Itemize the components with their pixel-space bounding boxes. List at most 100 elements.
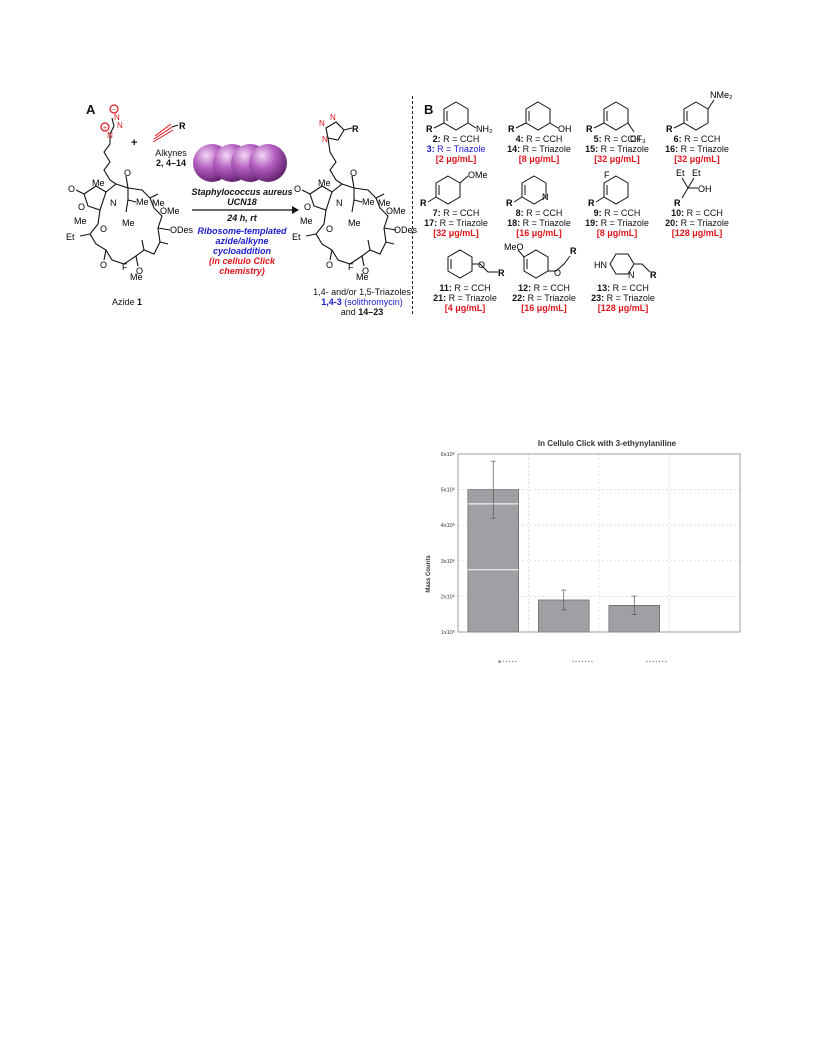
svg-text:▪ ▪ ▪ ▪ ▪ ▪ ▪: ▪ ▪ ▪ ▪ ▪ ▪ ▪ <box>646 659 667 665</box>
compound-11-21: 11: R = CCH 21: R = Triazole [4 μg/mL] <box>433 283 497 313</box>
svg-text:N: N <box>322 135 328 144</box>
svg-text:O: O <box>68 184 75 194</box>
svg-text:Et: Et <box>692 168 701 178</box>
svg-text:O: O <box>100 224 107 234</box>
svg-text:R: R <box>666 124 673 134</box>
svg-text:O: O <box>326 224 333 234</box>
svg-text:Me: Me <box>122 218 135 228</box>
svg-text:R: R <box>179 121 186 131</box>
svg-text:NH₂: NH₂ <box>476 124 493 134</box>
svg-text:O: O <box>362 266 369 276</box>
azide-label: Azide 1 <box>112 297 143 307</box>
compound-8-18: 8: R = CCH 18: R = Triazole [16 μg/mL] <box>507 208 571 238</box>
chart-title: In Cellulo Click with 3-ethynylaniline <box>538 439 677 448</box>
svg-text:Et: Et <box>676 168 685 178</box>
compound-7-17: 7: R = CCH 17: R = Triazole [32 μg/mL] <box>424 208 488 238</box>
svg-text:O: O <box>136 266 143 276</box>
strain-label: UCN18 <box>227 197 257 207</box>
compound-structures: R NH₂ R OH R CF₃ R NMe₂ R OMe R N R F R … <box>420 90 733 280</box>
chart-ytick-label: 5x10⁶ <box>441 487 455 494</box>
svg-text:Me: Me <box>356 272 369 282</box>
compound-5-15: 5: R = CCH 15: R = Triazole [32 μg/mL] <box>585 134 649 164</box>
svg-text:Et: Et <box>66 232 75 242</box>
svg-text:N: N <box>107 131 113 140</box>
ribosome-templated-line3: cycloaddition <box>212 246 271 256</box>
svg-text:Me: Me <box>300 216 313 226</box>
conditions-label: 24 h, rt <box>227 213 257 223</box>
svg-text:O: O <box>304 202 311 212</box>
svg-text:R: R <box>674 198 681 208</box>
svg-text:R: R <box>650 270 657 280</box>
svg-text:N: N <box>542 192 549 202</box>
svg-text:R: R <box>570 246 577 256</box>
svg-text:R: R <box>588 198 595 208</box>
product-line1: 1,4- and/or 1,5-Triazoles <box>313 287 411 297</box>
azide-structure: N N N − + Me N O O O Me Me Me OMe ODes E… <box>66 104 194 282</box>
svg-text:O: O <box>78 202 85 212</box>
ribosome-templated-line1: Ribosome-templated <box>197 226 287 236</box>
svg-text:R: R <box>352 124 359 134</box>
svg-text:N: N <box>628 270 635 280</box>
compound-4-14: 4: R = CCH 14: R = Triazole [8 μg/mL] <box>507 134 571 164</box>
svg-text:R: R <box>420 198 427 208</box>
alkyne-structure: R <box>152 121 186 143</box>
svg-text:Me: Me <box>378 198 391 208</box>
svg-text:OH: OH <box>698 184 712 194</box>
svg-text:ODes: ODes <box>394 225 418 235</box>
svg-text:Me: Me <box>318 178 331 188</box>
svg-text:O: O <box>124 168 131 178</box>
svg-text:O: O <box>350 168 357 178</box>
svg-text:OMe: OMe <box>160 206 180 216</box>
compound-10-20: 10: R = CCH 20: R = Triazole [128 μg/mL] <box>665 208 729 238</box>
svg-text:Me: Me <box>130 272 143 282</box>
alkynes-label: Alkynes <box>155 148 187 158</box>
panel-a-label: A <box>86 102 96 117</box>
svg-text:N: N <box>117 121 123 130</box>
panel-b-label: B <box>424 102 434 117</box>
chart-ylabel: Mass Counts <box>426 555 432 593</box>
in-cellulo-line1: (in cellulo Click <box>208 256 275 266</box>
svg-text:F: F <box>122 262 128 272</box>
svg-text:R: R <box>508 124 515 134</box>
svg-text:O: O <box>294 184 301 194</box>
svg-text:Et: Et <box>292 232 301 242</box>
svg-text:Me: Me <box>362 197 375 207</box>
svg-text:N: N <box>319 119 325 128</box>
panel-divider <box>412 96 413 314</box>
svg-text:+: + <box>103 125 107 132</box>
svg-text:▪ ▪ ▪ ▪ ▪ ▪ ▪: ▪ ▪ ▪ ▪ ▪ ▪ ▪ <box>572 659 593 665</box>
svg-text:Me: Me <box>348 218 361 228</box>
compound-13-23: 13: R = CCH 23: R = Triazole [128 μg/mL] <box>591 283 655 313</box>
ribosome-templated-line2: azide/alkyne <box>215 236 269 246</box>
svg-text:ODes: ODes <box>170 225 194 235</box>
svg-text:MeO: MeO <box>504 242 524 252</box>
reaction-arrow <box>192 206 299 214</box>
product-line3: and 14–23 <box>340 307 384 317</box>
svg-text:N: N <box>110 198 117 208</box>
chart-ytick-label: 6x10⁶ <box>441 451 455 458</box>
svg-text:N: N <box>114 113 120 122</box>
svg-text:O: O <box>478 260 485 270</box>
svg-text:−: − <box>112 107 116 114</box>
triazole-product-structure: N N N R Me N O O O Me Me Me OMe ODes Et … <box>292 113 418 282</box>
svg-text:Me: Me <box>152 198 165 208</box>
compound-6-16: 6: R = CCH 16: R = Triazole [32 μg/mL] <box>665 134 729 164</box>
plus-sign: + <box>131 137 138 149</box>
svg-text:N: N <box>330 113 336 122</box>
svg-text:O: O <box>554 268 561 278</box>
svg-text:R: R <box>498 268 505 278</box>
chart-ytick-label: 1x10⁶ <box>441 629 455 636</box>
svg-text:OMe: OMe <box>386 206 406 216</box>
svg-text:■ ▪ ▪ ▪ ▪ ▪: ■ ▪ ▪ ▪ ▪ ▪ <box>498 659 517 665</box>
product-line2: 1,4-3 (solithromycin) <box>321 297 403 307</box>
chart-ytick-label: 3x10⁶ <box>441 558 455 565</box>
organism-label: Staphylococcus aureus <box>191 187 293 197</box>
svg-text:O: O <box>326 260 333 270</box>
svg-text:Me: Me <box>92 178 105 188</box>
svg-text:F: F <box>604 170 610 180</box>
svg-text:R: R <box>506 198 513 208</box>
svg-text:NMe₂: NMe₂ <box>710 90 733 100</box>
compound-12-22: 12: R = CCH 22: R = Triazole [16 μg/mL] <box>512 283 576 313</box>
svg-text:CF₃: CF₃ <box>630 134 646 144</box>
compound-9-19: 9: R = CCH 19: R = Triazole [8 μg/mL] <box>585 208 649 238</box>
